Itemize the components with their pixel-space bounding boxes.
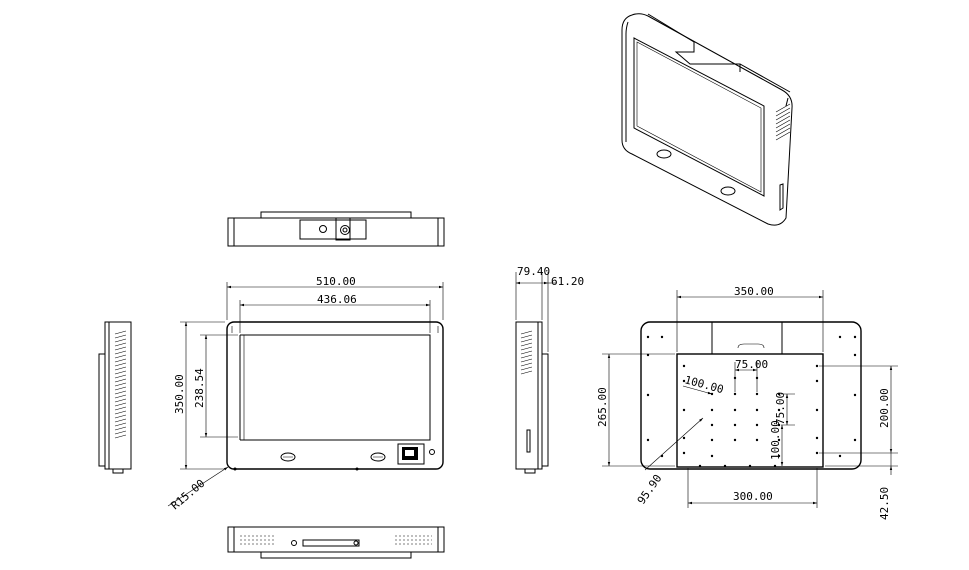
iso-side-vents (775, 103, 791, 141)
rear-view (640, 321, 862, 470)
dim-rear-diag: 95.90 (635, 472, 665, 507)
dim-side-depth: 79.40 (517, 265, 550, 278)
dim-side-depth-2: 61.20 (551, 275, 584, 288)
dim-rear-height: 265.00 (596, 387, 609, 427)
dim-rear-vesa-75-x: 75.00 (735, 358, 768, 371)
bottom-vents-right (395, 535, 432, 545)
dim-rear-vesa-100-y: 100.00 (769, 420, 782, 460)
dim-front-width: 510.00 (316, 275, 356, 288)
dim-front-screen-height: 238.54 (193, 368, 206, 408)
bottom-vents-left (240, 535, 275, 545)
rear-vesa-holes (682, 364, 819, 468)
top-view (227, 211, 445, 247)
front-dimensions: 510.00 436.06 350.00 238.54 R15.00 (167, 275, 444, 513)
dim-corner-radius: R15.00 (169, 477, 208, 513)
rear-frame-holes (646, 335, 857, 458)
right-side-view (515, 321, 549, 474)
isometric-view (621, 13, 793, 226)
left-side-vents (114, 330, 127, 439)
dim-rear-vesa-100-x: 100.00 (683, 373, 725, 396)
dim-front-screen-width: 436.06 (317, 293, 357, 306)
dim-rear-offset: 42.50 (878, 487, 891, 520)
front-view (226, 321, 444, 471)
dim-rear-vesa-75-y: 75.00 (774, 392, 787, 425)
left-side-view (98, 321, 132, 474)
bottom-view (227, 526, 445, 559)
right-side-vents (520, 330, 533, 375)
dim-rear-bottom-width: 300.00 (733, 490, 773, 503)
dim-front-height: 350.00 (173, 374, 186, 414)
dim-rear-vesa-200: 200.00 (878, 388, 891, 428)
dim-rear-bracket-width: 350.00 (734, 285, 774, 298)
side-dimensions: 79.40 61.20 (515, 265, 584, 352)
